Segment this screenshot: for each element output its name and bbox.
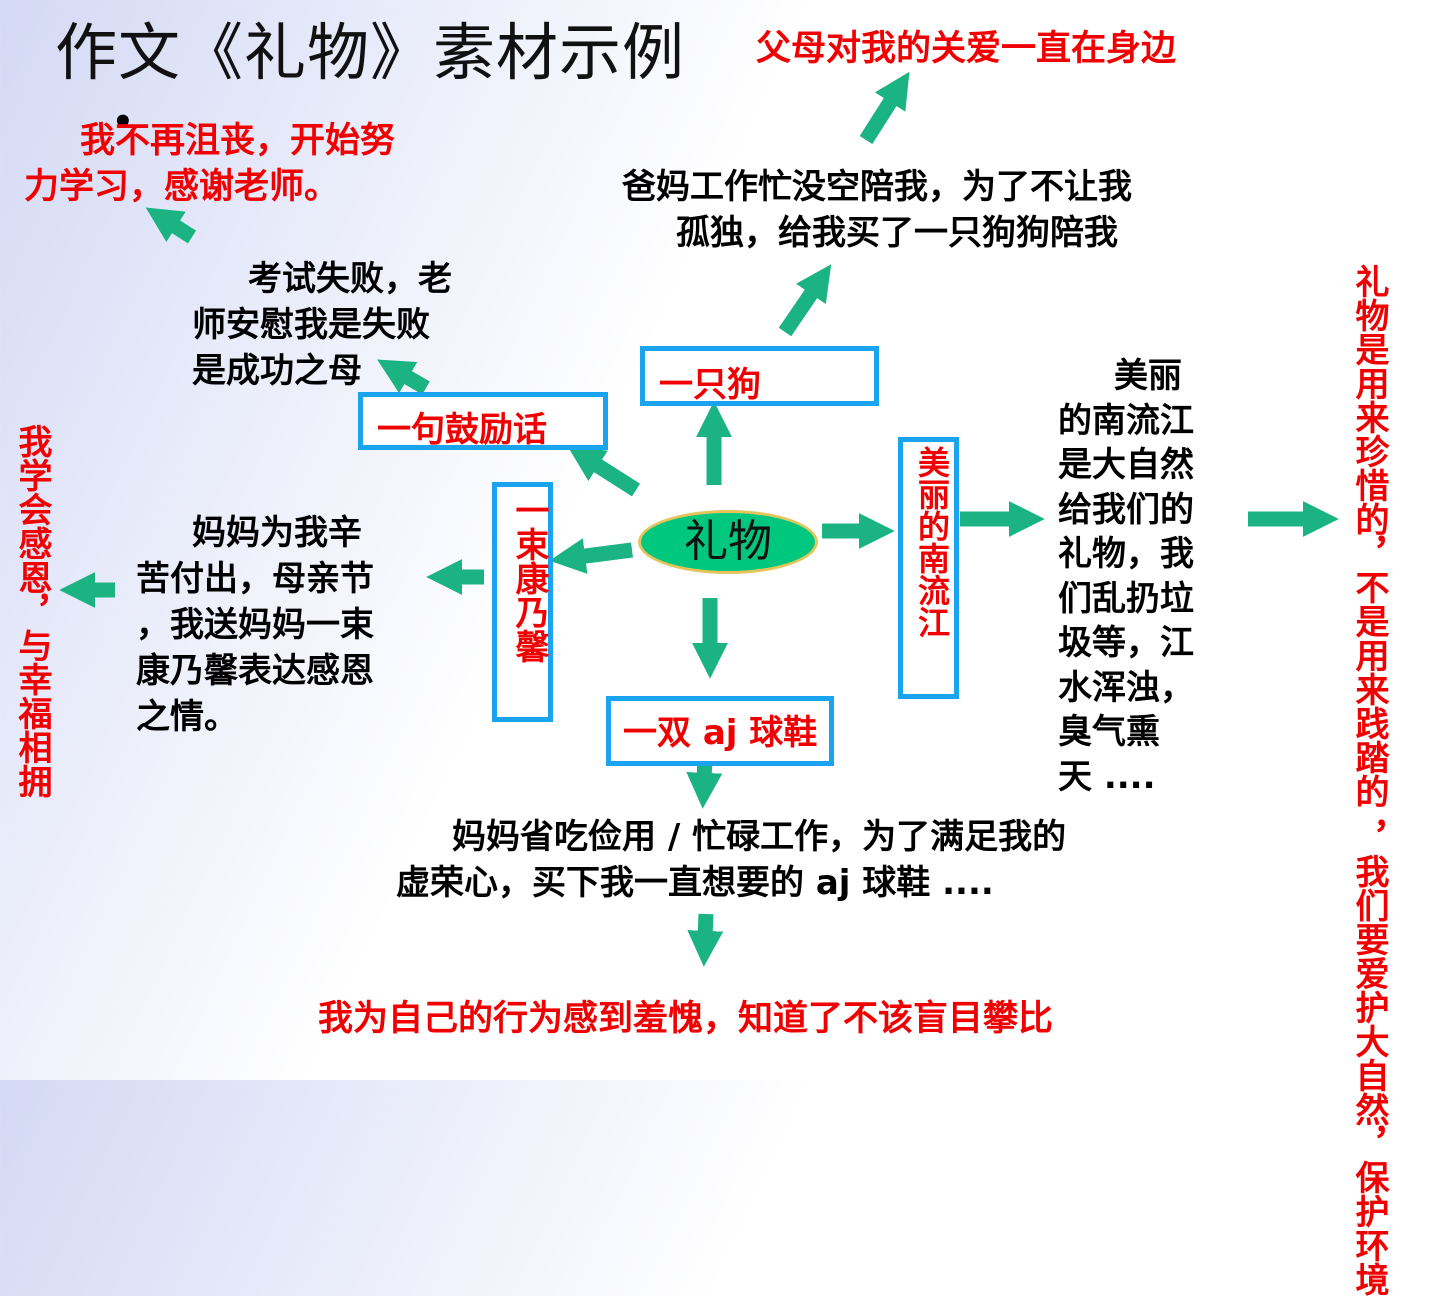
story-mother-line: 妈妈为我辛 [192, 513, 362, 553]
result-shoes: 我为自己的行为感到羞愧，知道了不该盲目攀比 [318, 999, 1054, 1039]
box-flowers: 一束康乃馨 [492, 482, 553, 722]
bullet-mark: • [112, 102, 134, 142]
box-encourage: 一句鼓励话 [358, 392, 608, 450]
story-teacher: 考试失败，老 师安慰我是失败 是成功之母 [192, 256, 502, 394]
arrows-layer [59, 71, 1339, 967]
box-river: 美丽的南流江 [898, 437, 959, 699]
story-mother: 妈妈为我辛 苦付出，母亲节 ，我送妈妈一束 康乃馨表达感恩 之情。 [136, 510, 374, 740]
arrow-center-to-encourage [567, 446, 641, 497]
arrow-dogstory-to-result [859, 71, 910, 145]
result-teacher-line: 我不再沮丧，开始努 [80, 121, 396, 161]
story-river-line: 礼物，我 [1058, 534, 1194, 574]
story-river-line: 天 .... [1058, 756, 1156, 797]
box-river-label: 美丽的南流江 [913, 446, 951, 638]
story-shoes-line: 妈妈省吃俭用 / 忙碌工作，为了满足我的 [452, 817, 1067, 857]
arrow-teacher-to-result [145, 207, 197, 244]
box-dog: 一只狗 [640, 346, 879, 406]
story-mother-line: ，我送妈妈一束 [136, 605, 374, 645]
story-teacher-line: 考试失败，老 [248, 259, 452, 299]
result-teacher-line: 力学习，感谢老师。 [24, 167, 340, 207]
story-teacher-line: 是成功之母 [192, 351, 362, 391]
story-river-line: 美丽 [1114, 356, 1182, 396]
story-river-line: 水浑浊， [1058, 667, 1194, 708]
center-node: 礼物 [638, 510, 818, 574]
story-river-line: 们乱扔垃 [1058, 578, 1194, 619]
arrow-shoesstory-to-result [687, 913, 724, 967]
story-river: 美丽 的南流江 是大自然 给我们的 礼物，我 们乱扔垃 圾等，江 水浑浊， 臭气… [1058, 354, 1194, 799]
box-shoes: 一双 aj 球鞋 [606, 696, 834, 766]
story-mother-line: 之情。 [136, 697, 238, 737]
story-dog-line: 爸妈工作忙没空陪我，为了不让我 [622, 167, 1132, 207]
story-mother-line: 苦付出，母亲节 [136, 559, 374, 599]
story-river-line: 是大自然 [1058, 445, 1194, 485]
box-shoes-label: 一双 aj 球鞋 [623, 713, 818, 753]
box-flowers-label: 一束康乃馨 [509, 493, 549, 663]
story-river-line: 臭气熏 [1058, 712, 1160, 752]
arrow-center-to-flowers [549, 538, 633, 574]
story-shoes-line: 虚荣心，买下我一直想要的 aj 球鞋 .... [396, 863, 994, 903]
story-dog: 爸妈工作忙没空陪我，为了不让我 孤独，给我买了一只狗狗陪我 [622, 164, 1132, 256]
story-river-line: 给我们的 [1058, 489, 1194, 530]
story-river-line: 圾等，江 [1058, 623, 1194, 663]
result-river: 礼物是用来珍惜的，不是用来践踏的 ，我们要爱护大自然，保护环境 [1346, 264, 1392, 1296]
result-teacher: 我不再沮丧，开始努 力学习，感谢老师。 [24, 118, 395, 210]
result-mother: 我学会感恩，与幸福相拥 [12, 424, 52, 798]
story-mother-line: 康乃馨表达感恩 [136, 651, 374, 691]
arrow-encourage-to-story [377, 359, 430, 395]
result-river-line: ，我们要爱护大自然，保护环境 [1349, 819, 1389, 1296]
arrow-dog-to-story [778, 264, 832, 337]
story-shoes: 妈妈省吃俭用 / 忙碌工作，为了满足我的 虚荣心，买下我一直想要的 aj 球鞋 … [396, 814, 1066, 906]
result-river-line: 礼物是用来珍惜的，不是用来践踏的 [1349, 264, 1389, 808]
story-dog-line: 孤独，给我买了一只狗狗陪我 [676, 213, 1118, 253]
page-title: 作文《礼物》素材示例 [55, 16, 686, 89]
box-dog-label: 一只狗 [659, 365, 761, 405]
story-teacher-line: 师安慰我是失败 [192, 305, 430, 345]
story-river-line: 的南流江 [1058, 400, 1194, 441]
result-dog: 父母对我的关爱一直在身边 [756, 29, 1177, 69]
box-encourage-label: 一句鼓励话 [377, 410, 547, 450]
